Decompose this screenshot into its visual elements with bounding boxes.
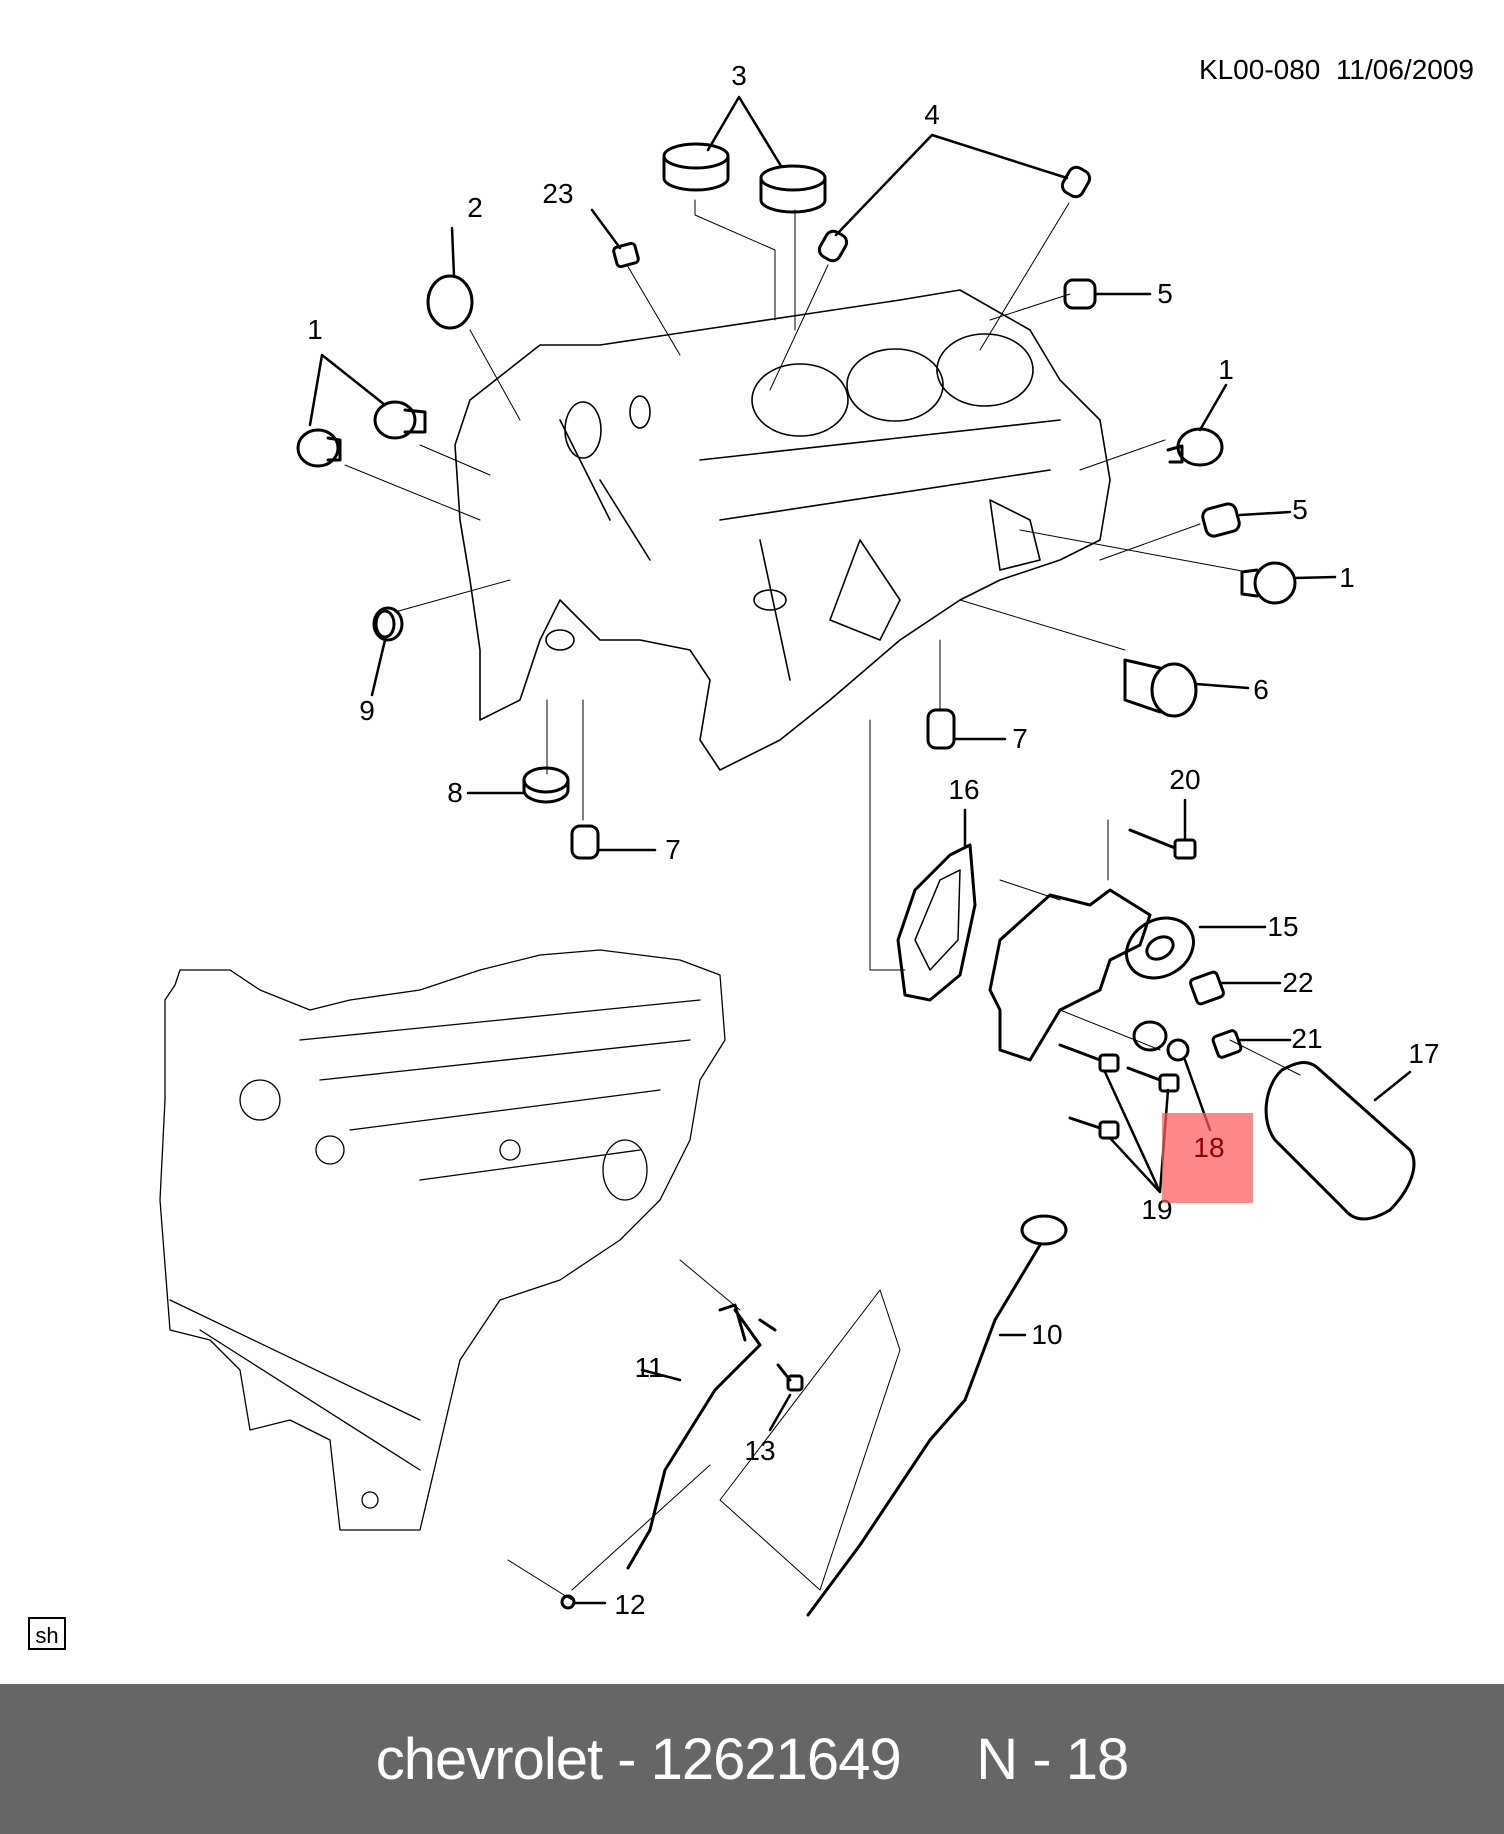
exploded-view-drawing <box>159 95 1416 1617</box>
highlighted-part-box[interactable] <box>1162 1113 1253 1203</box>
callout-10: 10 <box>1031 1319 1063 1350</box>
diagram-reference: KL00-080 11/06/2009 <box>1168 22 1474 118</box>
part-12-clip <box>560 1594 607 1610</box>
callout-20: 20 <box>1169 764 1201 795</box>
callout-17: 17 <box>1408 1038 1440 1069</box>
callout-23: 23 <box>542 178 574 209</box>
part-9-ring <box>370 606 404 697</box>
callout-15: 15 <box>1267 911 1299 942</box>
part-7-dowel-right <box>926 708 1007 750</box>
part-15-adapter <box>988 888 1267 1062</box>
callout-7-right: 7 <box>1012 723 1028 754</box>
part-20-bolt <box>1128 798 1197 860</box>
callout-6: 6 <box>1253 674 1269 705</box>
part-18-19-sensor-bolts <box>1058 1020 1212 1194</box>
part-13-bolt <box>768 1363 804 1432</box>
part-11-tube <box>626 1303 777 1570</box>
part-1-left-plugs <box>296 353 427 468</box>
parts <box>296 95 1416 1617</box>
callout-9: 9 <box>359 695 375 726</box>
callout-5-upper: 5 <box>1157 278 1173 309</box>
part-17-oil-filter <box>1264 1061 1416 1221</box>
parts-diagram: KL00-080 11/06/2009 <box>28 22 1474 1650</box>
callout-8: 8 <box>447 777 463 808</box>
callout-4: 4 <box>924 99 940 130</box>
callout-21: 21 <box>1291 1023 1323 1054</box>
part-2 <box>426 226 474 330</box>
callout-2: 2 <box>467 192 483 223</box>
lower-engine <box>159 949 726 1531</box>
callout-22: 22 <box>1282 967 1314 998</box>
part-8-cup <box>466 766 570 804</box>
part-7-dowel-left <box>570 824 657 860</box>
part-16-gasket <box>896 808 977 1002</box>
footer-part-info: chevrolet - 12621649 N - 18 <box>375 1726 1129 1792</box>
callout-1-lower: 1 <box>1339 562 1355 593</box>
part-5-upper <box>1063 278 1152 310</box>
part-23 <box>590 208 640 269</box>
callout-16: 16 <box>948 774 980 805</box>
callout-13: 13 <box>744 1435 776 1466</box>
callout-11: 11 <box>634 1352 664 1383</box>
part-21-plug <box>1211 1029 1292 1059</box>
part-1-right-plug <box>1166 383 1228 467</box>
callout-1-right: 1 <box>1218 354 1234 385</box>
callout-5-lower: 5 <box>1292 494 1308 525</box>
part-3-cup-plugs <box>662 95 827 214</box>
part-1-lower-plug <box>1240 561 1337 605</box>
callout-3: 3 <box>731 60 747 91</box>
part-10-dipstick <box>806 1214 1068 1617</box>
callout-18-highlighted: 18 <box>1193 1132 1225 1163</box>
sh-tag: sh <box>28 1617 66 1650</box>
diagram-date: 11/06/2009 <box>1335 54 1474 85</box>
part-5-lower <box>1201 502 1292 538</box>
part-22-fitting <box>1189 970 1282 1006</box>
part-4-dowels <box>817 133 1092 263</box>
engine-block <box>454 289 1111 771</box>
diagram-code: KL00-080 <box>1198 54 1321 85</box>
callout-7-left: 7 <box>665 834 681 865</box>
leader-lines <box>344 199 1301 1601</box>
callout-12: 12 <box>614 1589 646 1620</box>
footer-bar: chevrolet - 12621649 N - 18 <box>0 1684 1504 1834</box>
part-6-plug <box>1123 658 1250 718</box>
callout-1-left: 1 <box>307 314 323 345</box>
